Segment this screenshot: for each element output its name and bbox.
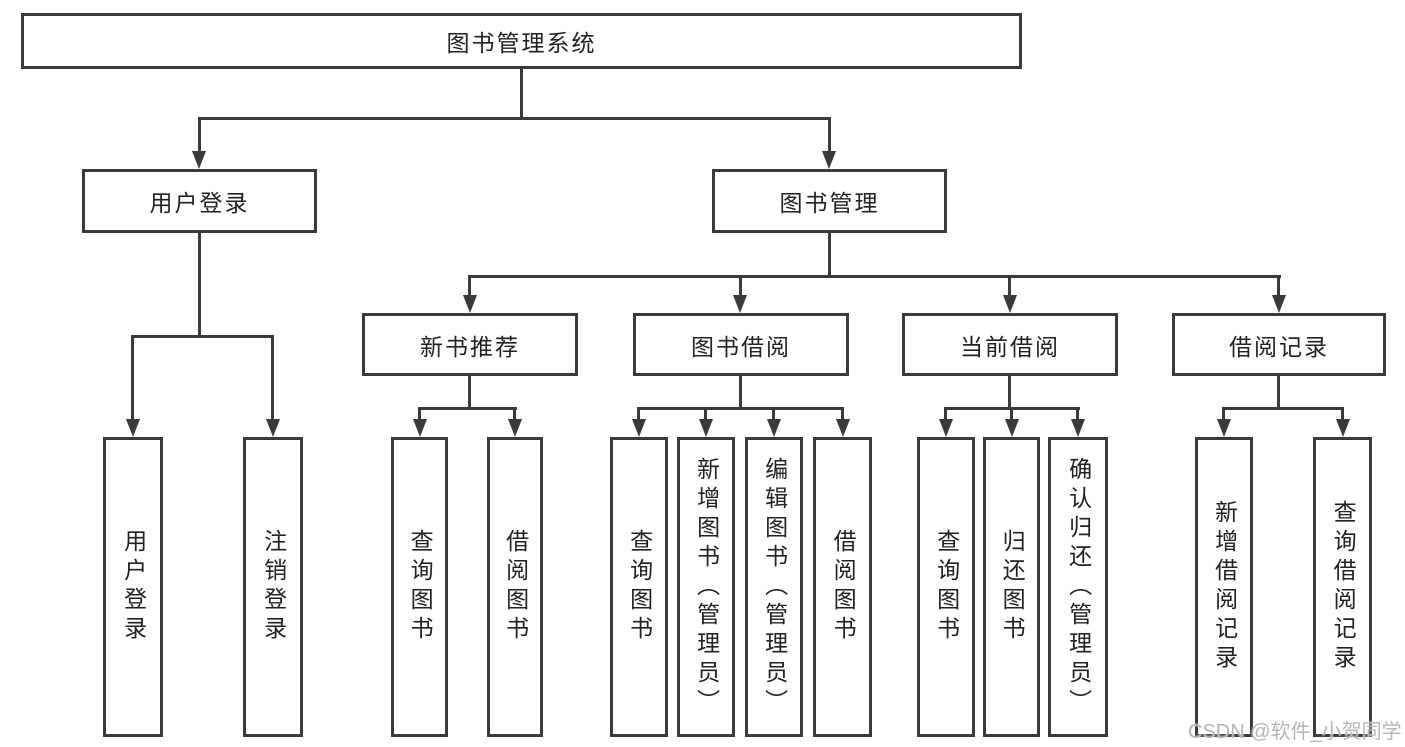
connector-drop-borrow-records [1277,275,1280,295]
node-label: 新增借阅记录 [1211,500,1238,674]
connector-new-book-bus [418,407,517,410]
node-label: 查询图书 [626,529,653,645]
node-query-books-recommend: 查询图书 [391,437,448,737]
arrow-down-icon [508,419,522,437]
node-query-books-current: 查询图书 [917,437,975,737]
connector-root-bus [198,117,831,120]
node-query-books-borrowing: 查询图书 [610,437,668,737]
node-label: 查询图书 [407,529,434,645]
arrow-down-icon [632,419,646,437]
connector-new-book-stem [468,376,471,407]
arrow-down-icon [1217,419,1231,437]
arrow-down-icon [126,419,140,437]
arrow-down-icon [1272,295,1286,313]
arrow-down-icon [939,419,953,437]
arrow-down-icon [463,295,477,313]
connector-drop-book-borrow [739,275,742,295]
node-label: 归还图书 [999,529,1026,645]
connector-book-management-bus [468,275,1281,278]
node-confirm-return-admin: 确认归还（管理员） [1048,437,1108,737]
connector-drop-current-borrow [1008,275,1011,295]
connector-drop [513,407,516,419]
arrow-down-icon [767,419,781,437]
connector-drop [637,407,640,419]
node-add-books-admin: 新增图书（管理员） [677,437,735,737]
arrow-down-icon [192,151,206,169]
node-return-books: 归还图书 [983,437,1040,737]
connector-user-login-bus [131,335,274,338]
connector-book-borrow-bus [637,407,844,410]
connector-drop [1010,407,1013,419]
node-label: 图书管理 [779,190,880,216]
node-label: 注销登录 [260,529,287,645]
node-current-borrowing: 当前借阅 [902,313,1118,376]
connector-drop-book-management [828,117,831,151]
node-borrow-books-recommend: 借阅图书 [487,437,543,737]
node-edit-books-admin: 编辑图书（管理员） [745,437,803,737]
node-logout-leaf: 注销登录 [243,437,303,737]
connector-drop [772,407,775,419]
connector-current-borrow-stem [1008,376,1011,407]
arrow-down-icon [266,419,280,437]
node-label: 图书借阅 [691,333,791,360]
node-label: 查询借阅记录 [1330,500,1357,674]
connector-drop [1341,407,1344,419]
node-label: 借阅图书 [502,529,529,645]
arrow-down-icon [1336,419,1350,437]
connector-drop [841,407,844,419]
connector-drop [704,407,707,419]
node-new-book-recommendation: 新书推荐 [362,313,578,376]
node-label: 借阅图书 [830,529,857,645]
arrow-down-icon [413,419,427,437]
node-label: 借阅记录 [1229,333,1329,360]
arrow-down-icon [1005,419,1019,437]
arrow-down-icon [822,151,836,169]
connector-book-management-stem [828,233,831,275]
connector-drop [1222,407,1225,419]
node-label: 新书推荐 [420,333,520,360]
node-label: 用户登录 [120,529,147,645]
node-user-login: 用户登录 [82,169,317,233]
node-query-borrow-record: 查询借阅记录 [1313,437,1372,737]
connector-root-stem [520,69,523,117]
node-label: 新增图书（管理员） [693,456,720,718]
node-label: 编辑图书（管理员） [761,456,788,718]
node-borrow-books: 借阅图书 [813,437,872,737]
arrow-down-icon [733,295,747,313]
connector-borrow-records-stem [1277,376,1280,407]
node-add-borrow-record: 新增借阅记录 [1195,437,1253,737]
node-book-borrowing: 图书借阅 [633,313,849,376]
node-borrowing-records: 借阅记录 [1172,313,1386,376]
node-library-management-system: 图书管理系统 [21,13,1022,69]
node-label: 用户登录 [149,190,250,216]
connector-drop-user-login [198,117,201,151]
node-label: 确认归还（管理员） [1065,456,1092,718]
arrow-down-icon [1071,419,1085,437]
arrow-down-icon [836,419,850,437]
connector-book-borrow-stem [739,376,742,407]
connector-drop [944,407,947,419]
connector-drop-logout-leaf [271,335,274,419]
arrow-down-icon [1003,295,1017,313]
connector-user-login-stem [198,233,201,335]
connector-drop [418,407,421,419]
node-book-management: 图书管理 [712,169,947,233]
connector-drop [1076,407,1079,419]
node-label: 图书管理系统 [446,30,597,56]
arrow-down-icon [699,419,713,437]
csdn-watermark: CSDN @软件_小贺同学 [1188,721,1402,743]
connector-drop-login-leaf [131,335,134,419]
connector-borrow-records-bus [1222,407,1344,410]
connector-drop-new-book [468,275,471,295]
node-label: 当前借阅 [960,333,1060,360]
node-user-login-leaf: 用户登录 [103,437,163,737]
node-label: 查询图书 [933,529,960,645]
